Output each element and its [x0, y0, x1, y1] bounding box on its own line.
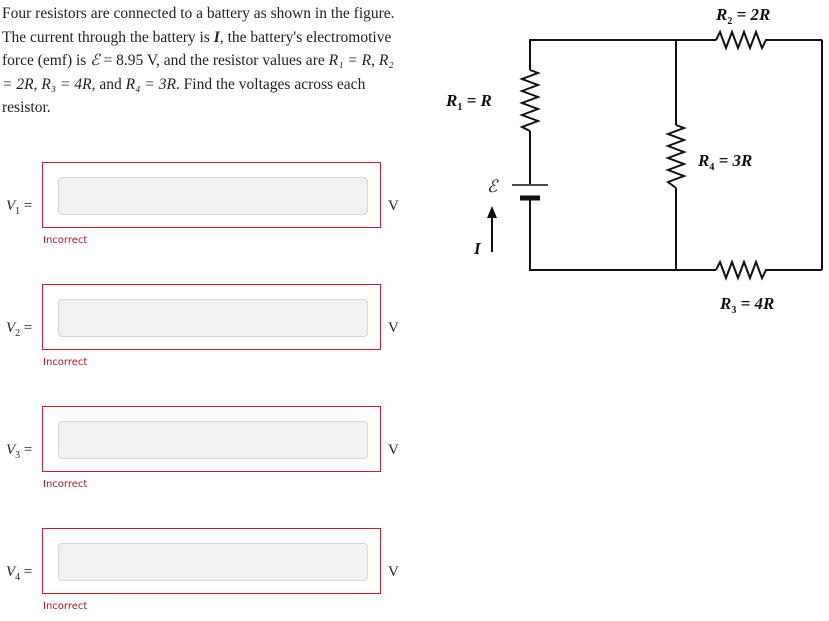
v1-feedback: Incorrect: [43, 235, 88, 246]
v3-label: V3 =: [6, 442, 33, 461]
problem-statement: Four resistors are connected to a batter…: [2, 5, 395, 117]
circuit-diagram: R1 = R R2 = 2R R4 = 3R R3 = 4R ℰ I: [445, 5, 823, 316]
problem-text-2: , the battery's electromotive force (emf…: [2, 28, 392, 70]
answer-row-v1: V1 = V Incorrect: [0, 162, 410, 246]
v4-feedback: Incorrect: [43, 601, 88, 612]
r3-definition: R₃ = 4R: [41, 75, 92, 93]
v3-feedback: Incorrect: [43, 479, 88, 490]
r2-definition: R₂ = 2R: [2, 52, 394, 93]
v4-answer-box: [42, 528, 381, 594]
v1-answer-box: [42, 162, 381, 228]
problem-text-3: = 8.95 V, and the resistor values are: [99, 52, 329, 70]
resistor-r1: [519, 69, 541, 132]
r3-diagram-label: R3 = 4R: [719, 294, 774, 316]
r2-diagram-label: R2 = 2R: [715, 5, 770, 27]
r4-definition: R₄ = 3R: [125, 75, 176, 93]
current-symbol: I: [213, 28, 220, 46]
v3-input[interactable]: [58, 421, 368, 459]
v2-feedback: Incorrect: [43, 357, 88, 368]
v3-unit: V: [388, 442, 399, 458]
v2-input[interactable]: [58, 299, 368, 337]
r1-diagram-label: R1 = R: [445, 91, 492, 113]
r1-definition: R₁ = R: [328, 52, 372, 70]
answer-row-v3: V3 = V Incorrect: [0, 406, 410, 490]
problem-text-4: . Find the voltages across each resistor…: [2, 75, 366, 117]
v1-input[interactable]: [58, 177, 368, 215]
answer-row-v4: V4 = V Incorrect: [0, 528, 410, 612]
v3-answer-box: [42, 406, 381, 472]
r4-diagram-label: R4 = 3R: [697, 151, 752, 173]
v4-label: V4 =: [6, 564, 33, 583]
v4-unit: V: [388, 564, 399, 580]
v1-label: V1 =: [6, 198, 33, 217]
v2-unit: V: [388, 320, 399, 336]
resistor-r2: [715, 29, 769, 51]
current-arrow-head: [487, 206, 497, 218]
emf-symbol: ℰ: [90, 52, 100, 70]
answer-row-v2: V2 = V Incorrect: [0, 284, 410, 368]
current-diagram-label: I: [473, 239, 482, 258]
v2-label: V2 =: [6, 320, 33, 339]
v1-unit: V: [388, 198, 399, 214]
resistor-r4: [665, 124, 687, 189]
problem-text-1: Four resistors are connected to a batter…: [2, 5, 395, 46]
wire-bottom-left: [529, 198, 716, 271]
v4-input[interactable]: [58, 543, 368, 581]
v2-answer-box: [42, 284, 381, 350]
emf-diagram-label: ℰ: [487, 177, 499, 196]
wire-left-top: [529, 39, 716, 70]
resistor-r3: [715, 259, 769, 281]
